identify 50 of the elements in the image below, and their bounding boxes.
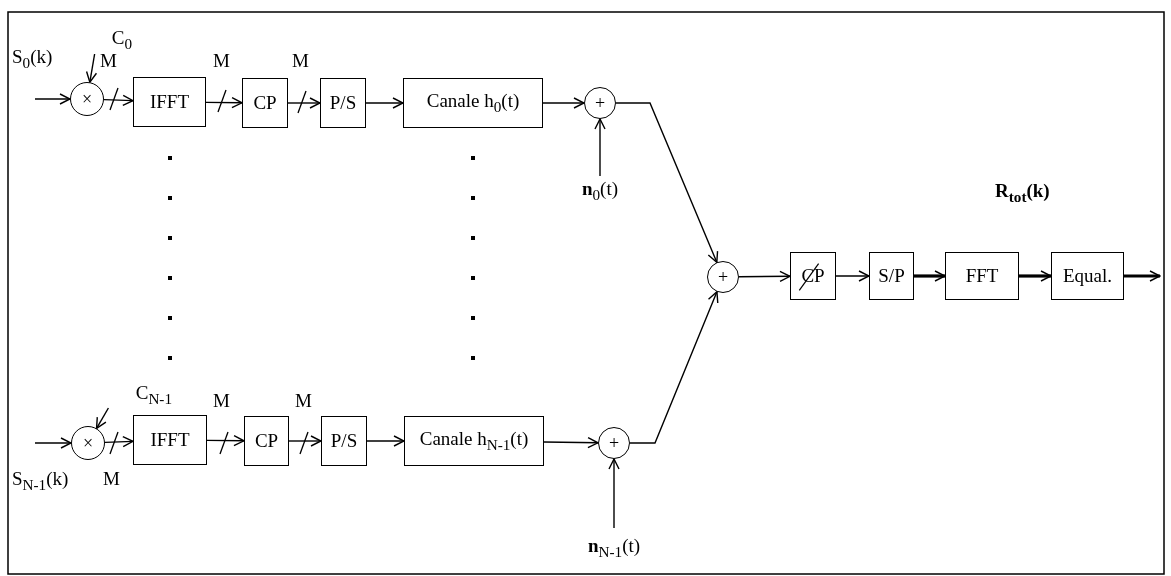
signal-label: S$_{N-1}$(k) xyxy=(12,468,69,494)
arrow xyxy=(366,435,405,447)
signal-label: S$_{0}$(k) xyxy=(12,46,53,72)
bus-width-label: M xyxy=(213,50,230,72)
signal-label: C$_{N-1}$ xyxy=(60,382,172,408)
operator-circle: × xyxy=(71,426,105,460)
bus-width-label: M xyxy=(295,390,312,412)
arrow xyxy=(34,93,71,105)
arrow xyxy=(1019,270,1052,282)
arrow xyxy=(34,437,72,449)
arrow xyxy=(104,436,134,448)
bus-width-label: M xyxy=(213,390,230,412)
arrow xyxy=(835,270,870,282)
signal-label: n$_{N-1}$(t) xyxy=(566,528,662,568)
process-box: IFFT xyxy=(133,415,207,465)
arrow xyxy=(1124,270,1161,282)
arrow xyxy=(594,118,606,177)
process-box: Equal. xyxy=(1051,252,1124,300)
signal-label: n$_{0}$(t) xyxy=(560,176,640,206)
arrow xyxy=(103,94,134,106)
arrow xyxy=(542,97,585,109)
arrow xyxy=(85,53,98,83)
process-box: S/P xyxy=(869,252,914,300)
process-box: CP xyxy=(242,78,288,128)
operator-circle: + xyxy=(584,87,616,119)
arrow xyxy=(95,407,110,429)
arrow xyxy=(543,436,599,449)
arrow xyxy=(287,97,321,109)
process-box: P/S xyxy=(321,416,367,466)
arrow xyxy=(608,458,620,529)
process-box: Canale h$_{0}$(t) xyxy=(403,78,543,128)
signal-label: R$_{tot}$(k) xyxy=(995,180,1050,206)
arrow xyxy=(629,291,719,444)
arrow xyxy=(206,434,245,447)
operator-circle: + xyxy=(707,261,739,293)
process-box: FFT xyxy=(945,252,1019,300)
arrow xyxy=(738,270,791,283)
bus-width-label: M xyxy=(292,50,309,72)
operator-circle: × xyxy=(70,82,104,116)
process-box: P/S xyxy=(320,78,366,128)
arrow xyxy=(288,435,322,447)
process-box: Canale h$_{N-1}$(t) xyxy=(404,416,544,466)
bus-width-label: M xyxy=(103,468,120,490)
process-box: CP xyxy=(244,416,289,466)
arrow xyxy=(365,97,404,109)
arrow xyxy=(914,270,946,282)
process-box: IFFT xyxy=(133,77,206,127)
operator-circle: + xyxy=(598,427,630,459)
arrow xyxy=(205,96,243,109)
arrow xyxy=(615,102,719,263)
